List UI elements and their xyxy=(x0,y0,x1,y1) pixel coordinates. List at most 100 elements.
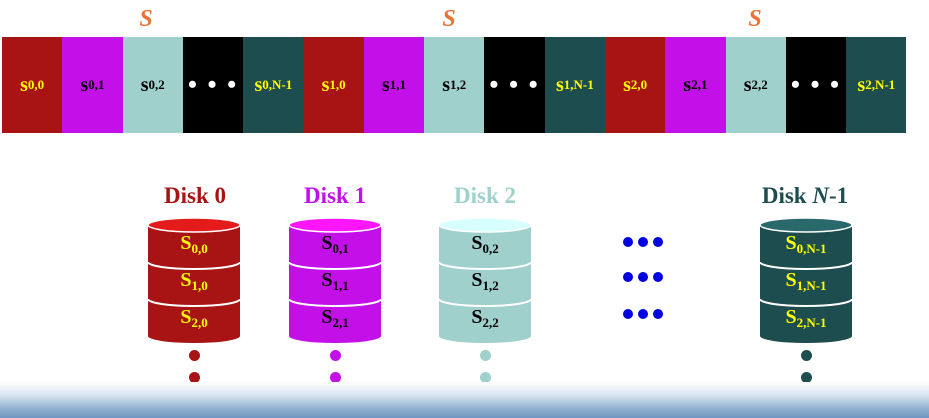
disk-body xyxy=(289,225,381,343)
stripe-label-2: S xyxy=(748,6,762,32)
strip-unit-base: s xyxy=(743,73,752,96)
disk-title-index: 1 xyxy=(354,183,367,208)
strip-ellipsis: • • • xyxy=(489,70,540,99)
disk-top xyxy=(760,218,852,233)
disk-cylinder-graphic xyxy=(760,218,852,343)
disk-unit-base: S xyxy=(471,306,483,328)
disk-unit-index: 0,1 xyxy=(332,240,349,256)
strip-unit-index: 1,2 xyxy=(450,77,467,92)
disk-unit-base: S xyxy=(180,232,192,254)
disk-cylinder-graphic xyxy=(148,218,240,343)
disk-title-suffix: -1 xyxy=(828,183,849,208)
disk-unit-base: S xyxy=(785,306,797,328)
disk-title-prefix: Disk xyxy=(304,183,355,208)
disk-title: Disk 2 xyxy=(415,183,555,209)
platter-divider xyxy=(439,261,531,270)
platter-divider xyxy=(148,298,240,307)
stripe-label-0: S xyxy=(139,6,153,32)
strip-unit-base: s xyxy=(857,73,866,96)
ellipsis-dot xyxy=(638,237,648,247)
disk-unit-label: S0,0 xyxy=(148,232,240,257)
disk-title-prefix: Disk xyxy=(164,183,215,208)
strip-unit-base: s xyxy=(555,73,564,96)
disk-unit-label: S2,N-1 xyxy=(760,306,852,331)
disk-unit-base: S xyxy=(785,232,797,254)
disk-unit-index: 1,0 xyxy=(191,277,208,293)
strip-unit-index: 1,N-1 xyxy=(563,77,594,92)
ellipsis-dot xyxy=(638,309,648,319)
disk-unit-label: S0,N-1 xyxy=(760,232,852,257)
disk-body xyxy=(760,225,852,343)
strip-unit-index: 1,1 xyxy=(389,77,406,92)
disk-unit-label: S1,N-1 xyxy=(760,269,852,294)
strip-unit-base: s xyxy=(683,73,692,96)
platter-divider xyxy=(760,261,852,270)
continuation-dot xyxy=(479,371,491,383)
disk-unit-label: S2,0 xyxy=(148,306,240,331)
strip-unit-index: 2,2 xyxy=(751,77,768,92)
disk-unit-label: S1,0 xyxy=(148,269,240,294)
platter-divider xyxy=(439,298,531,307)
disk-unit-index: 0,2 xyxy=(482,240,499,256)
stripe-label-1: S xyxy=(442,6,456,32)
disk-unit-label: S2,2 xyxy=(439,306,531,331)
strip-unit-index: 0,N-1 xyxy=(262,77,293,92)
disk-unit-base: S xyxy=(321,306,333,328)
strip-unit-index: 2,1 xyxy=(691,77,708,92)
disk-body xyxy=(148,225,240,343)
ellipsis-dot xyxy=(653,237,663,247)
ellipsis-dot xyxy=(623,237,633,247)
disk-unit-base: S xyxy=(321,269,333,291)
disk-cylinder-graphic xyxy=(289,218,381,343)
strip-unit-base: s xyxy=(623,73,631,96)
strip-unit-base: s xyxy=(20,73,28,96)
disk-title-prefix: Disk xyxy=(454,183,505,208)
disk-unit-base: S xyxy=(180,306,192,328)
disk-unit-index: 1,2 xyxy=(482,277,499,293)
disk-unit-label: S2,1 xyxy=(289,306,381,331)
ellipsis-dot xyxy=(623,272,633,282)
disk-title: Disk 1 xyxy=(265,183,405,209)
platter-divider xyxy=(148,261,240,270)
disk-unit-index: 2,0 xyxy=(191,314,208,330)
strip-unit-index: 2,N-1 xyxy=(865,77,896,92)
disk-unit-label: S0,1 xyxy=(289,232,381,257)
ellipsis-dot xyxy=(638,272,648,282)
strip-unit-index: 0,2 xyxy=(148,77,165,92)
disk-unit-index: 2,N-1 xyxy=(796,314,827,330)
disk-body xyxy=(439,225,531,343)
disk-unit-index: 2,2 xyxy=(482,314,499,330)
strip-unit-base: s xyxy=(254,73,263,96)
disk-unit-label: S1,2 xyxy=(439,269,531,294)
disk-unit-index: 1,1 xyxy=(332,277,349,293)
disk-unit-label: S1,1 xyxy=(289,269,381,294)
platter-divider xyxy=(289,298,381,307)
disk-title: Disk 0 xyxy=(125,183,265,209)
disk-top xyxy=(439,218,531,233)
disk-title-prefix: Disk xyxy=(761,183,813,208)
strip-ellipsis-cell: • • • xyxy=(182,37,244,133)
disk-unit-base: S xyxy=(785,269,797,291)
continuation-dot xyxy=(329,371,341,383)
disk-unit-index: 0,0 xyxy=(191,240,208,256)
disk-top xyxy=(289,218,381,233)
strip-ellipsis: • • • xyxy=(187,70,239,99)
ellipsis-dot xyxy=(623,309,633,319)
strip-unit-index: 2,0 xyxy=(630,77,648,92)
disk-unit-label: S0,2 xyxy=(439,232,531,257)
continuation-dot xyxy=(800,349,812,361)
continuation-dot xyxy=(479,349,491,361)
